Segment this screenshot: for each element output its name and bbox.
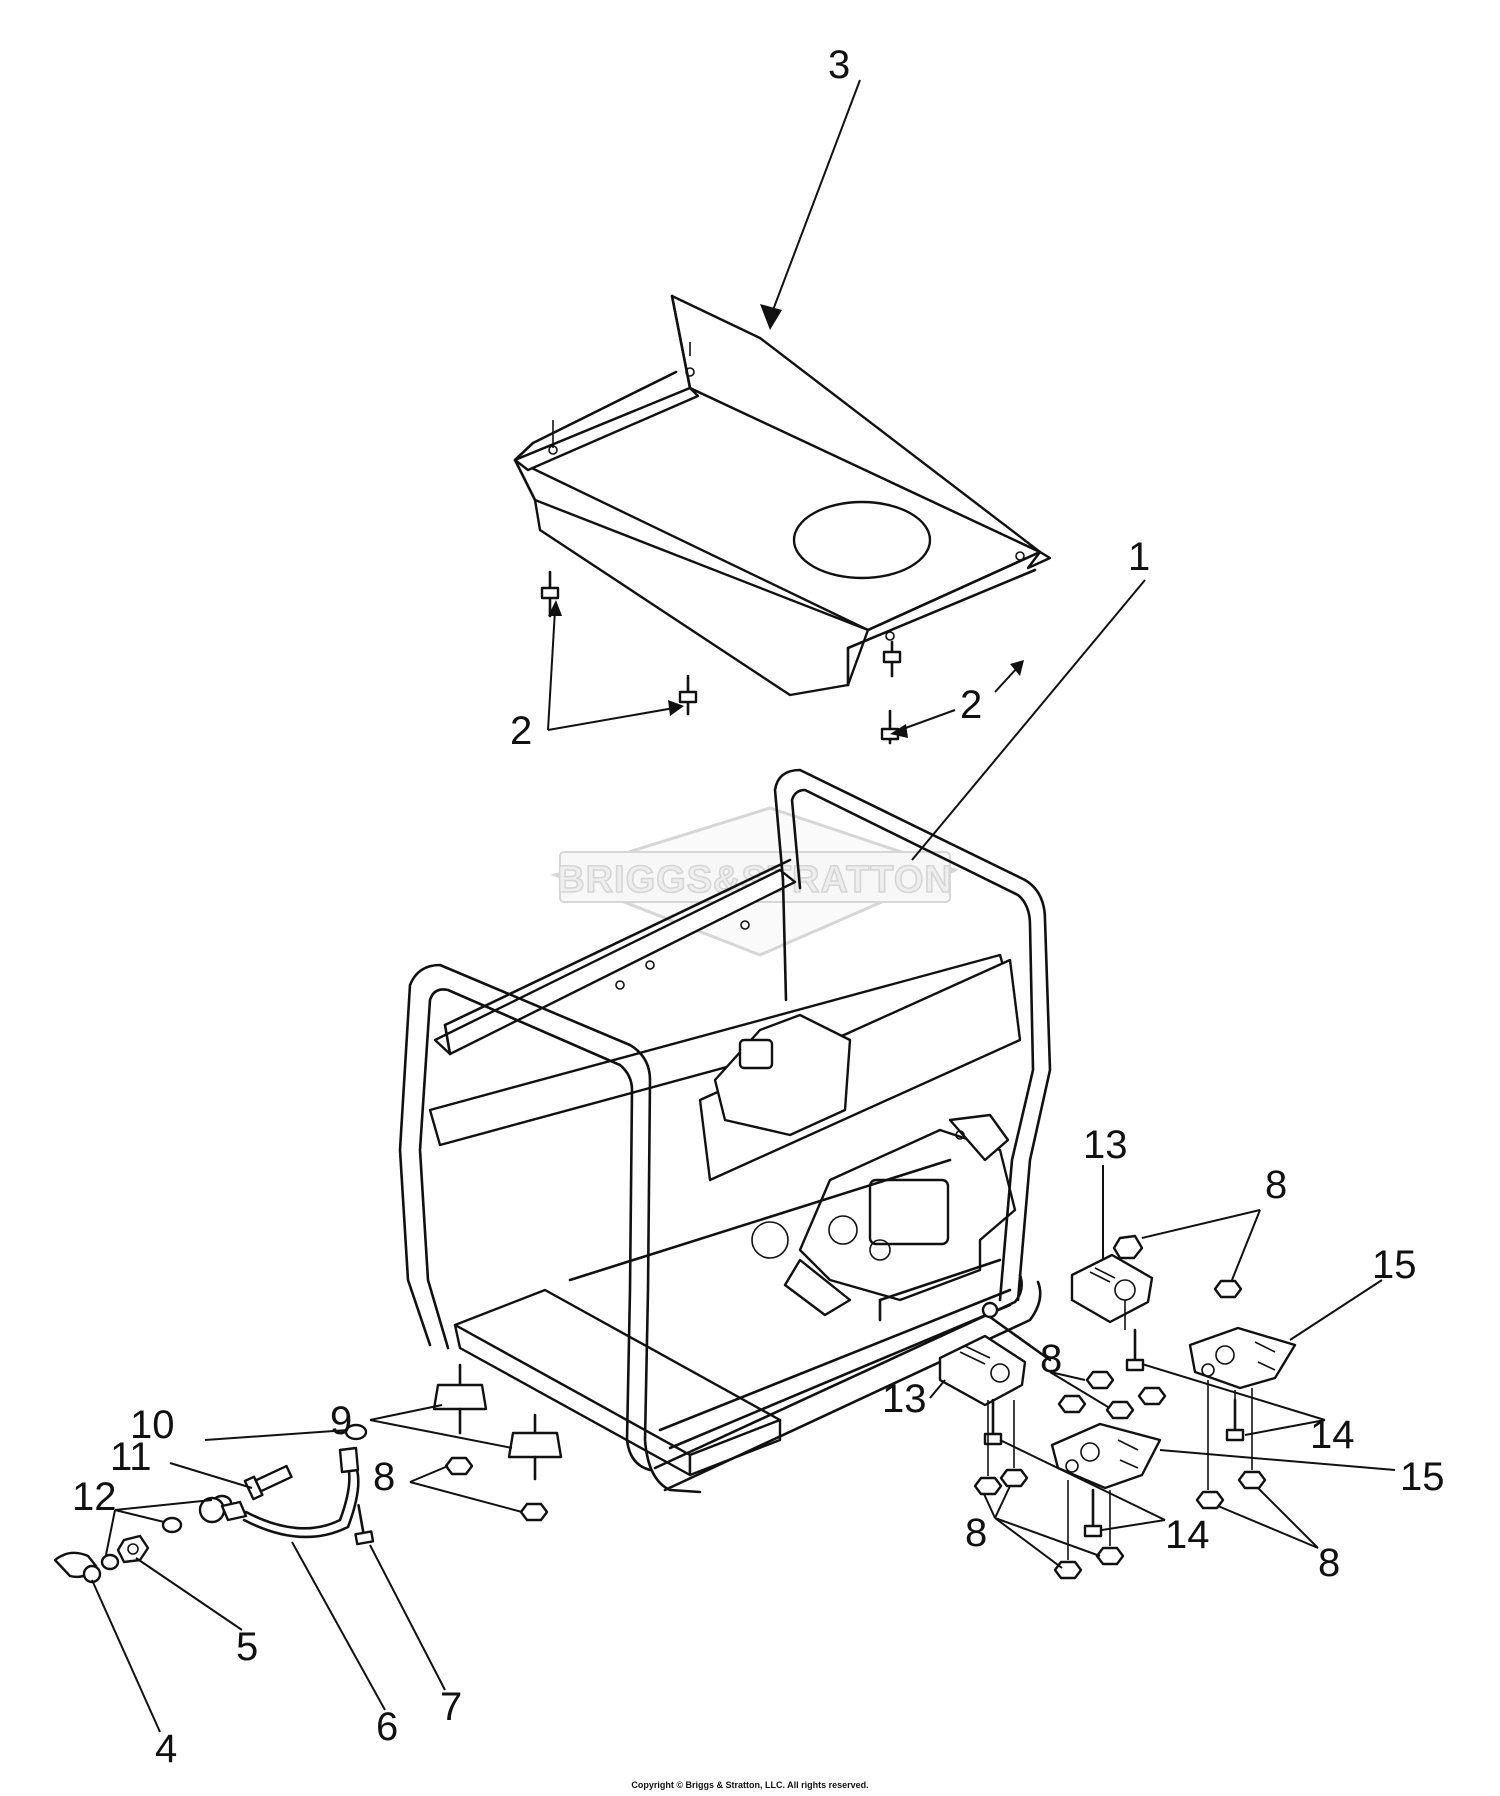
callout-8-lower-right: 8 <box>1318 1541 1340 1585</box>
callout-14-lower: 14 <box>1165 1513 1210 1557</box>
callout-12: 12 <box>72 1475 117 1519</box>
callout-1: 1 <box>1128 535 1150 579</box>
callout-3: 3 <box>828 43 850 87</box>
callout-4: 4 <box>155 1727 177 1771</box>
callout-labels: 3 1 2 2 13 8 15 8 13 14 15 14 8 8 9 10 8… <box>72 43 1445 1771</box>
callout-13-lower: 13 <box>882 1377 927 1421</box>
callout-8-lower-left: 8 <box>965 1511 987 1555</box>
cover-shield <box>513 294 1052 697</box>
engine-block <box>713 1013 1017 1317</box>
callout-11: 11 <box>110 1435 152 1479</box>
callout-14-upper: 14 <box>1310 1413 1355 1457</box>
callout-13-upper: 13 <box>1083 1123 1128 1167</box>
nuts-left <box>444 1456 549 1522</box>
copyright-notice: Copyright © Briggs & Stratton, LLC. All … <box>631 1780 869 1790</box>
callout-7: 7 <box>440 1685 462 1729</box>
callout-8-middle: 8 <box>1040 1337 1062 1381</box>
callout-9: 9 <box>330 1399 352 1443</box>
rubber-mounts <box>432 1363 563 1481</box>
callout-10: 10 <box>130 1403 175 1447</box>
mounting-brackets <box>938 1234 1297 1580</box>
callout-15-lower: 15 <box>1400 1455 1445 1499</box>
callout-6: 6 <box>376 1705 398 1749</box>
callout-8-upper-right: 8 <box>1265 1163 1287 1207</box>
ground-hardware <box>53 1423 375 1584</box>
callout-2-left: 2 <box>510 709 532 753</box>
frame-assembly <box>398 768 1052 1494</box>
callout-2-right: 2 <box>960 683 982 727</box>
leader-lines <box>91 79 1396 1733</box>
callout-8-left: 8 <box>373 1455 395 1499</box>
callout-15-upper: 15 <box>1372 1243 1417 1287</box>
callout-5: 5 <box>236 1625 258 1669</box>
